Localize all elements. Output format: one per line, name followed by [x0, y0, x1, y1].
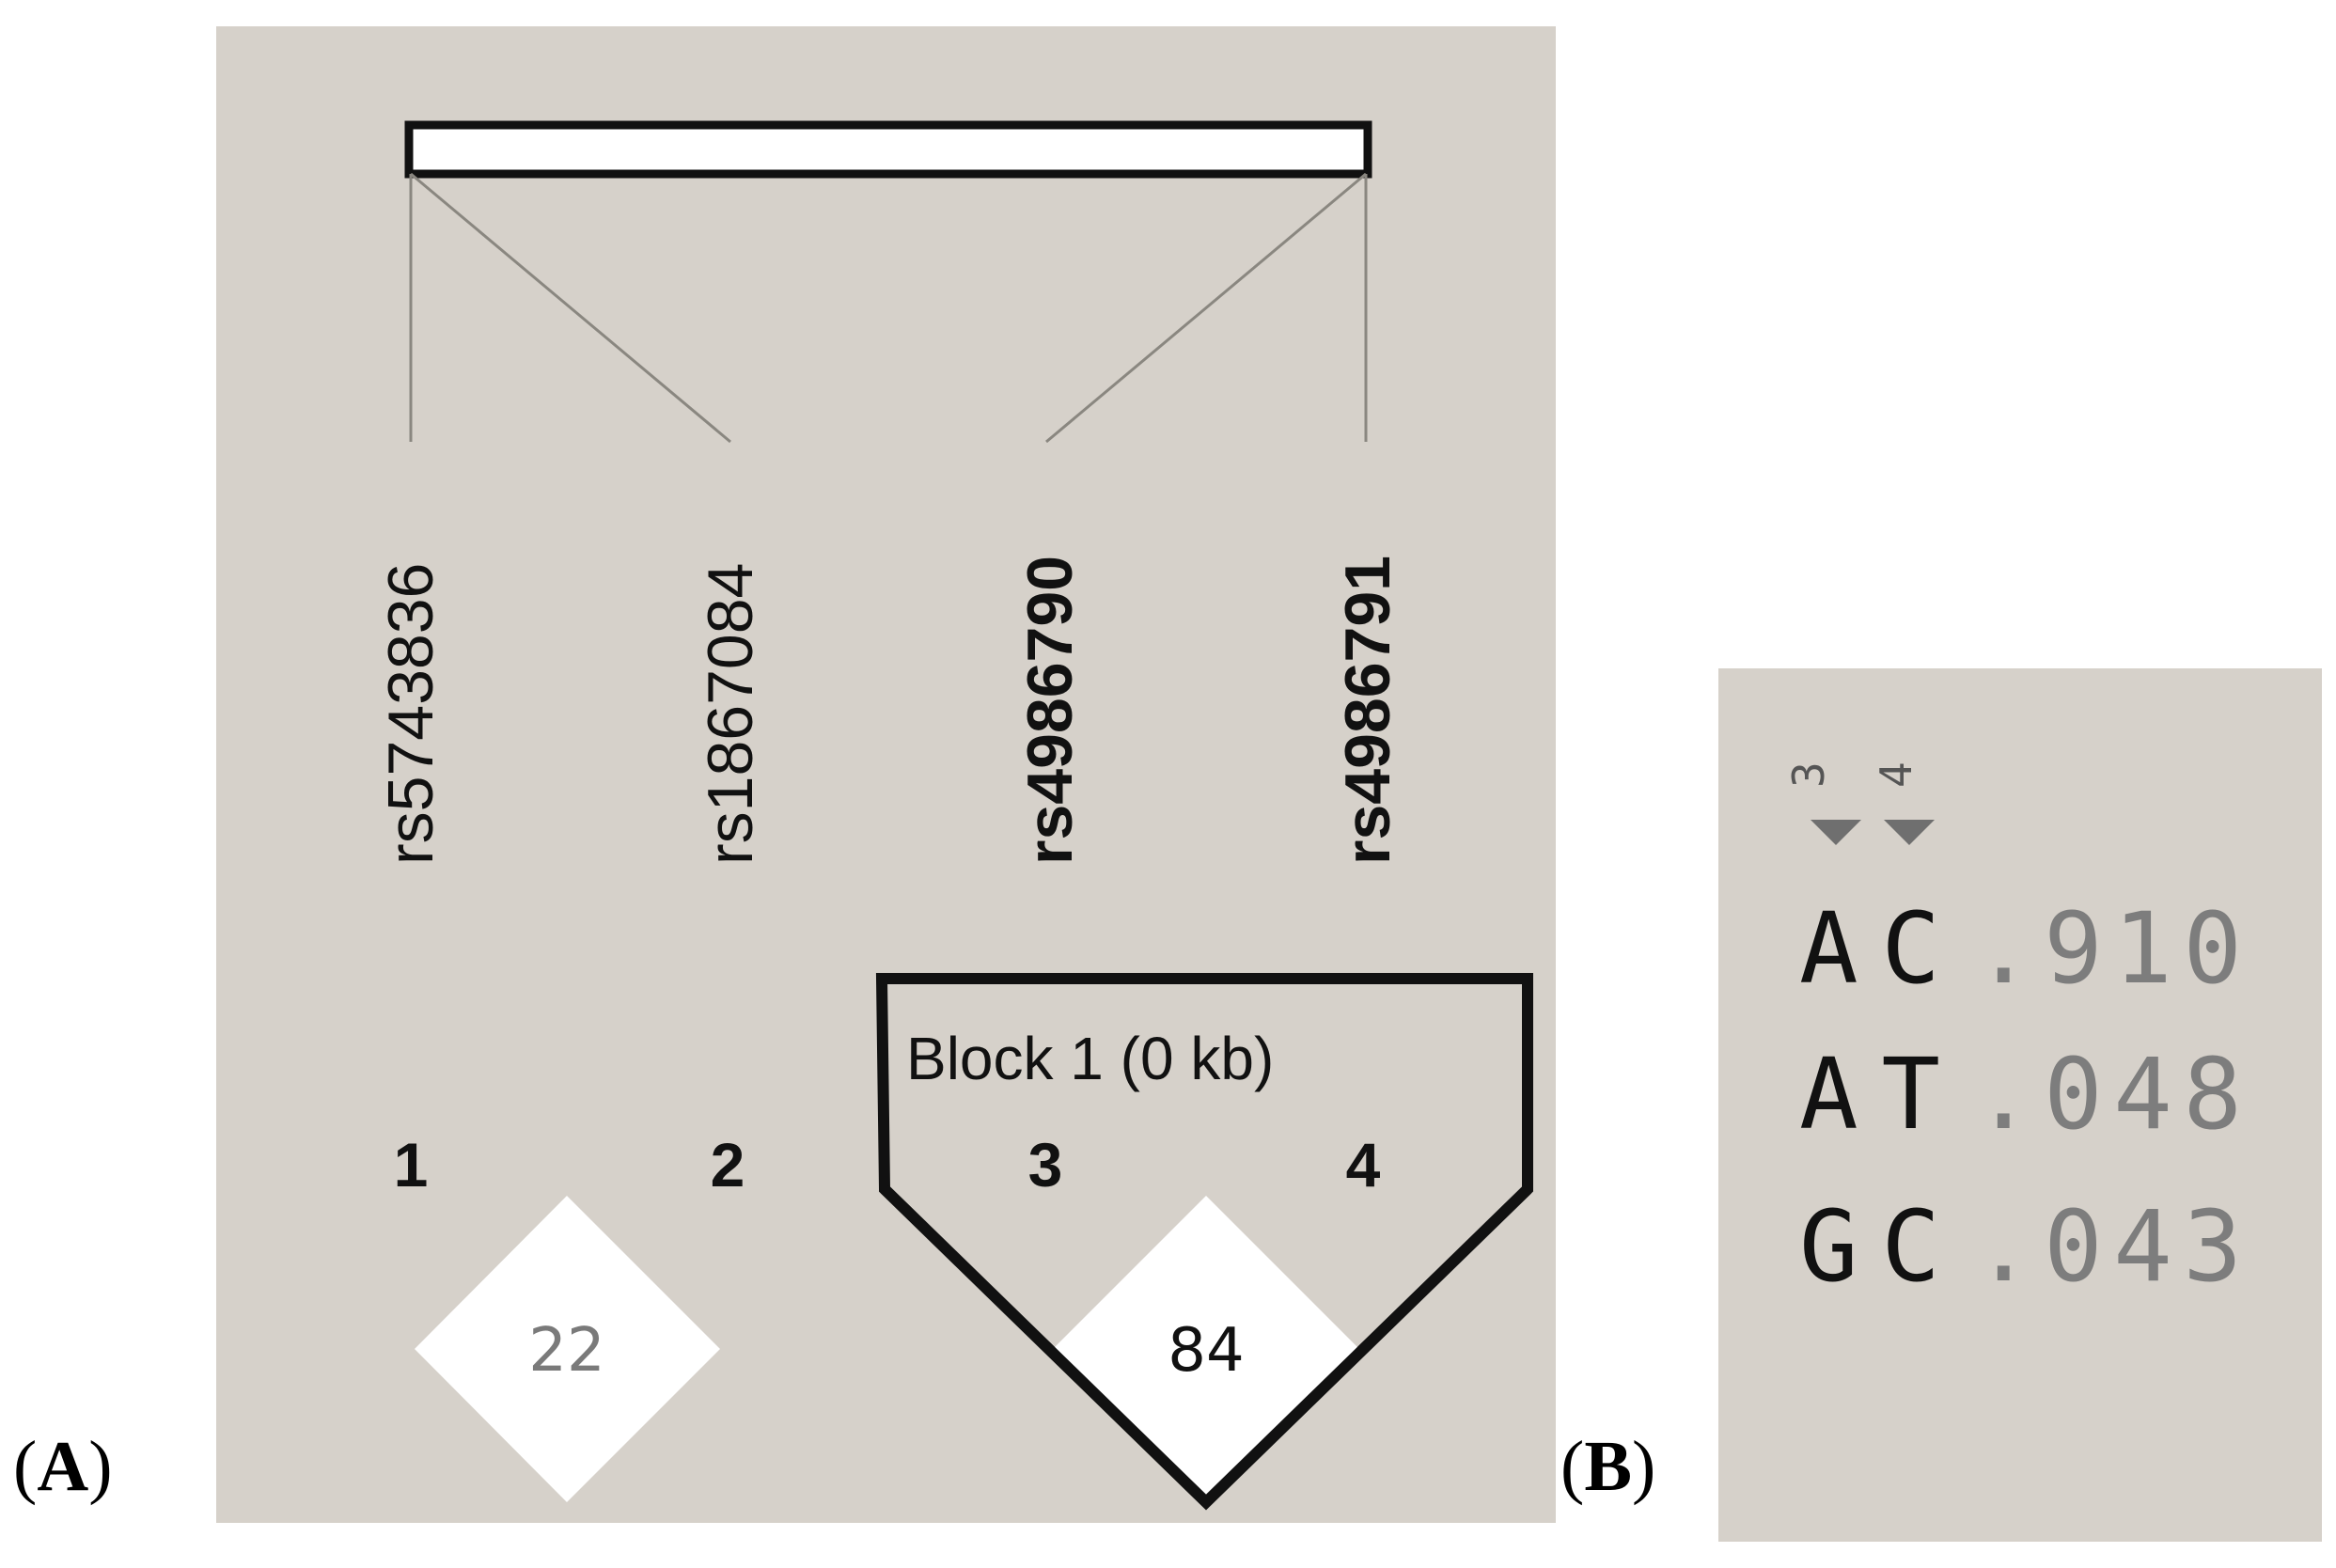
marker-line-2: [410, 172, 731, 444]
figure-label-a: (A): [13, 1427, 113, 1506]
snp-label-3: rs4986790: [1014, 556, 1086, 865]
marker-number-3: 3: [1028, 1130, 1063, 1200]
figure-label-b-letter: B: [1584, 1427, 1632, 1506]
snp-label-4: rs4986791: [1332, 556, 1403, 865]
chromosome-bar: [404, 120, 1372, 179]
panel-b-background: [1718, 668, 2322, 1542]
snp-label-1: rs5743836: [375, 563, 447, 865]
block-title: Block 1 (0 kb): [906, 1025, 1274, 1092]
haplotype-marker-header: 3 4: [1783, 761, 1935, 845]
figure-label-b: (B): [1560, 1427, 1655, 1506]
panel-a-background: [216, 26, 1556, 1523]
marker-4-arrow-icon: [1884, 820, 1935, 845]
haplotype-marker-4: 4: [1871, 761, 1921, 788]
marker-lines: [409, 172, 1368, 444]
ld-diamond-1-2: [415, 1196, 720, 1502]
ld-value-1-2: 22: [528, 1316, 604, 1386]
figure-label-a-letter: A: [37, 1427, 88, 1506]
marker-numbers: 1 2 3 4: [394, 1130, 1381, 1200]
marker-number-2: 2: [711, 1130, 745, 1200]
haplotype-marker-3: 3: [1783, 761, 1834, 788]
marker-number-4: 4: [1346, 1130, 1381, 1200]
marker-line-3: [1045, 172, 1367, 444]
snp-label-2: rs1867084: [695, 563, 766, 865]
ld-value-3-4: 84: [1168, 1316, 1244, 1386]
snp-labels: rs5743836 rs1867084 rs4986790 rs4986791: [375, 556, 1403, 865]
haplotype-block-lower-edge: [880, 1184, 1532, 1511]
marker-number-1: 1: [394, 1130, 429, 1200]
marker-3-arrow-icon: [1811, 820, 1861, 845]
